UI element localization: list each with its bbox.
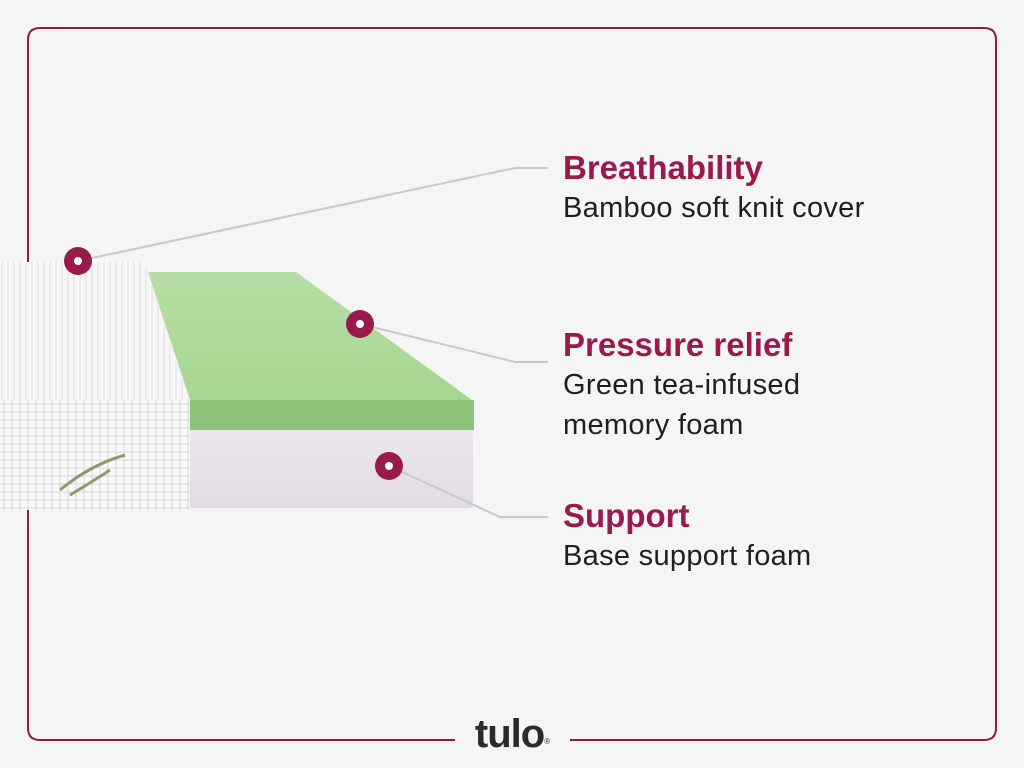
frame-border bbox=[27, 27, 997, 741]
cover-top bbox=[0, 262, 190, 405]
marker-dot-icon bbox=[64, 247, 92, 275]
cover-side bbox=[0, 400, 190, 510]
feature-description: Bamboo soft knit cover bbox=[563, 192, 865, 224]
leader-line-breathability bbox=[77, 167, 548, 262]
green-foam-side bbox=[190, 400, 474, 430]
brand-logo: tulo® bbox=[470, 712, 554, 756]
base-foam bbox=[190, 430, 473, 508]
mattress-image bbox=[0, 262, 474, 510]
feature-description: Base support foam bbox=[563, 540, 812, 572]
feature-description: memory foam bbox=[563, 409, 744, 441]
marker-dot-icon bbox=[346, 310, 374, 338]
logo-text: tulo bbox=[474, 712, 545, 756]
feature-description: Green tea-infused bbox=[563, 369, 801, 401]
registered-mark: ® bbox=[544, 737, 550, 746]
marker-dot-icon bbox=[375, 452, 403, 480]
feature-support: Support Base support foam bbox=[563, 496, 812, 576]
leader-line-pressure bbox=[359, 323, 548, 363]
feature-pressure-relief: Pressure relief Green tea-infused memory… bbox=[563, 325, 800, 445]
feature-title: Pressure relief bbox=[563, 326, 793, 363]
leader-line-support bbox=[388, 465, 548, 518]
feature-title: Support bbox=[563, 497, 690, 534]
feature-breathability: Breathability Bamboo soft knit cover bbox=[563, 148, 865, 228]
green-foam-top bbox=[148, 272, 472, 400]
feature-title: Breathability bbox=[563, 149, 763, 186]
